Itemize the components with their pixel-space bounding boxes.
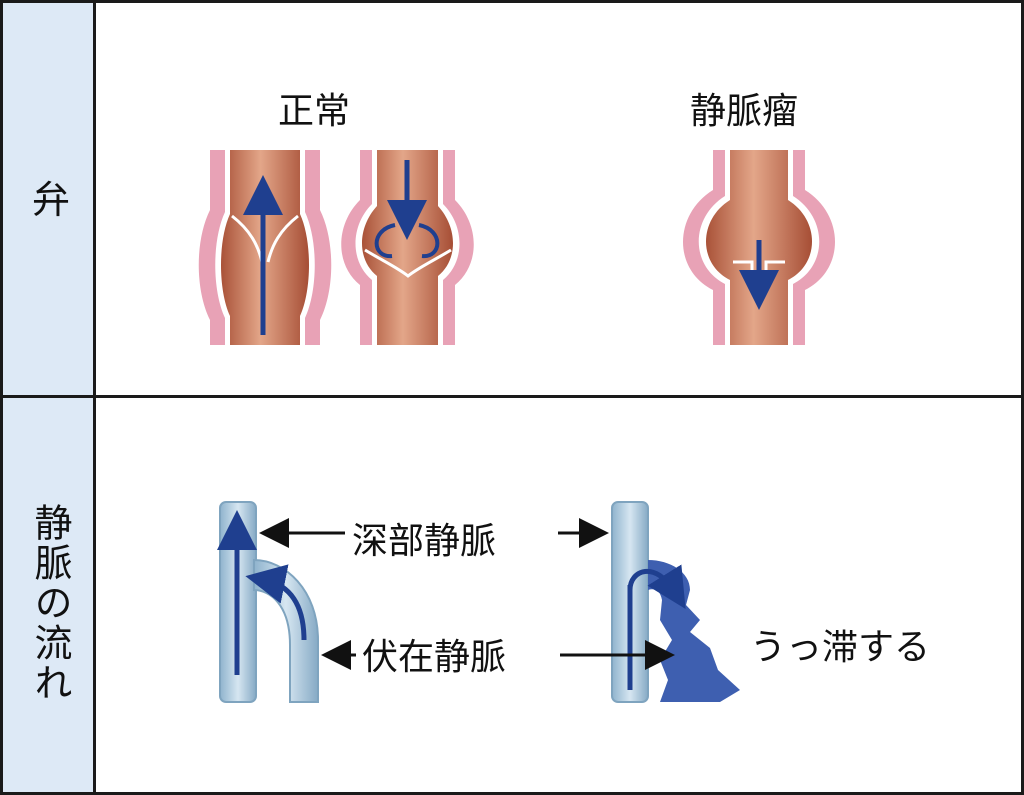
- row-header-valve: 弁: [0, 0, 96, 398]
- stagnation-label: うっ滞する: [750, 627, 931, 668]
- deep-vein-label: 深部静脈: [352, 521, 497, 562]
- normal-flow-diagram: [217, 501, 319, 703]
- row-label-valve: 弁: [31, 178, 70, 222]
- normal-valve-open: [198, 150, 332, 345]
- row-label-flow: 静脈の流れ: [28, 503, 72, 703]
- normal-caption: 正常: [278, 91, 351, 132]
- row-header-flow: 静脈の流れ: [0, 395, 96, 795]
- label-arrows: [259, 518, 675, 670]
- varicose-valve: [683, 150, 835, 345]
- varicose-flow-diagram: [611, 501, 740, 703]
- varicose-caption: 静脈瘤: [690, 91, 799, 132]
- normal-valve-closed: [341, 150, 474, 345]
- superficial-vein-label: 伏在静脈: [362, 637, 507, 678]
